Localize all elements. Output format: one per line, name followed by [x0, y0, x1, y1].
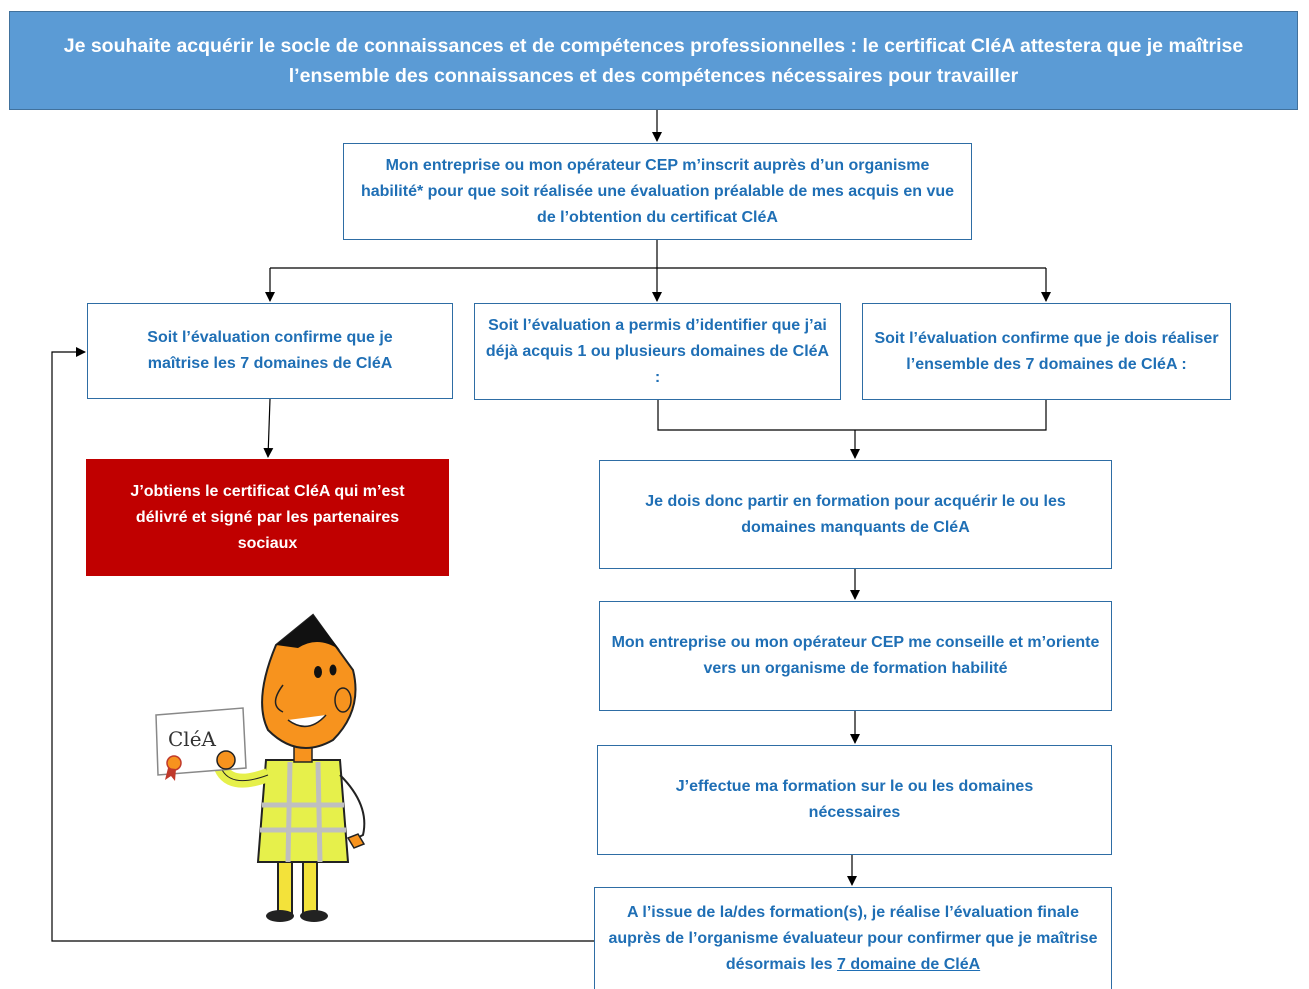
- certificate-label: CléA: [168, 727, 217, 751]
- shoes: [266, 910, 328, 922]
- final-evaluation-prefix: A l’issue de la/des formation(s), je réa…: [608, 903, 1098, 973]
- training-box: J’effectue ma formation sur le ou les do…: [597, 745, 1112, 855]
- vest-reflective-stripes: [260, 761, 346, 863]
- character-illustration: CléA: [155, 613, 366, 922]
- vest-shape: [256, 759, 350, 863]
- option-no-domains-text: Soit l’évaluation confirme que je dois r…: [874, 329, 1219, 373]
- orientation-box: Mon entreprise ou mon opérateur CEP me c…: [599, 601, 1112, 711]
- loop-back-connector: [51, 347, 594, 942]
- certificate-text: J’obtiens le certificat CléA qui m’est d…: [130, 482, 405, 552]
- option-no-domains-box: Soit l’évaluation confirme que je dois r…: [862, 303, 1231, 400]
- inscription-box: Mon entreprise ou mon opérateur CEP m’in…: [343, 143, 972, 240]
- option-all-domains-text: Soit l’évaluation confirme que je maîtri…: [147, 329, 393, 372]
- certificate-box: J’obtiens le certificat CléA qui m’est d…: [86, 459, 449, 576]
- header-text: Je souhaite acquérir le socle de connais…: [63, 34, 1244, 87]
- orientation-text: Mon entreprise ou mon opérateur CEP me c…: [611, 634, 1100, 677]
- option-partial-domains-text: Soit l’évaluation a permis d’identifier …: [485, 316, 830, 386]
- training-needed-text: Je dois donc partir en formation pour ac…: [645, 492, 1066, 536]
- arrow-option-all-to-certificate: [263, 398, 274, 458]
- final-evaluation-link[interactable]: 7 domaine de CléA: [837, 955, 981, 973]
- training-text: J’effectue ma formation sur le ou les do…: [675, 778, 1034, 821]
- legs: [277, 854, 318, 914]
- inscription-text: Mon entreprise ou mon opérateur CEP m’in…: [360, 156, 955, 226]
- final-evaluation-text: A l’issue de la/des formation(s), je réa…: [605, 900, 1101, 978]
- right-arm: [339, 774, 366, 841]
- head: [261, 613, 357, 749]
- smile: [287, 714, 327, 728]
- connector-merge: [657, 400, 1047, 431]
- option-all-domains-box: Soit l’évaluation confirme que je maîtri…: [87, 303, 453, 399]
- final-evaluation-box: A l’issue de la/des formation(s), je réa…: [594, 887, 1112, 989]
- option-partial-domains-box: Soit l’évaluation a permis d’identifier …: [474, 303, 841, 400]
- header-banner: Je souhaite acquérir le socle de connais…: [9, 11, 1298, 110]
- training-needed-box: Je dois donc partir en formation pour ac…: [599, 460, 1112, 569]
- hair: [276, 615, 340, 650]
